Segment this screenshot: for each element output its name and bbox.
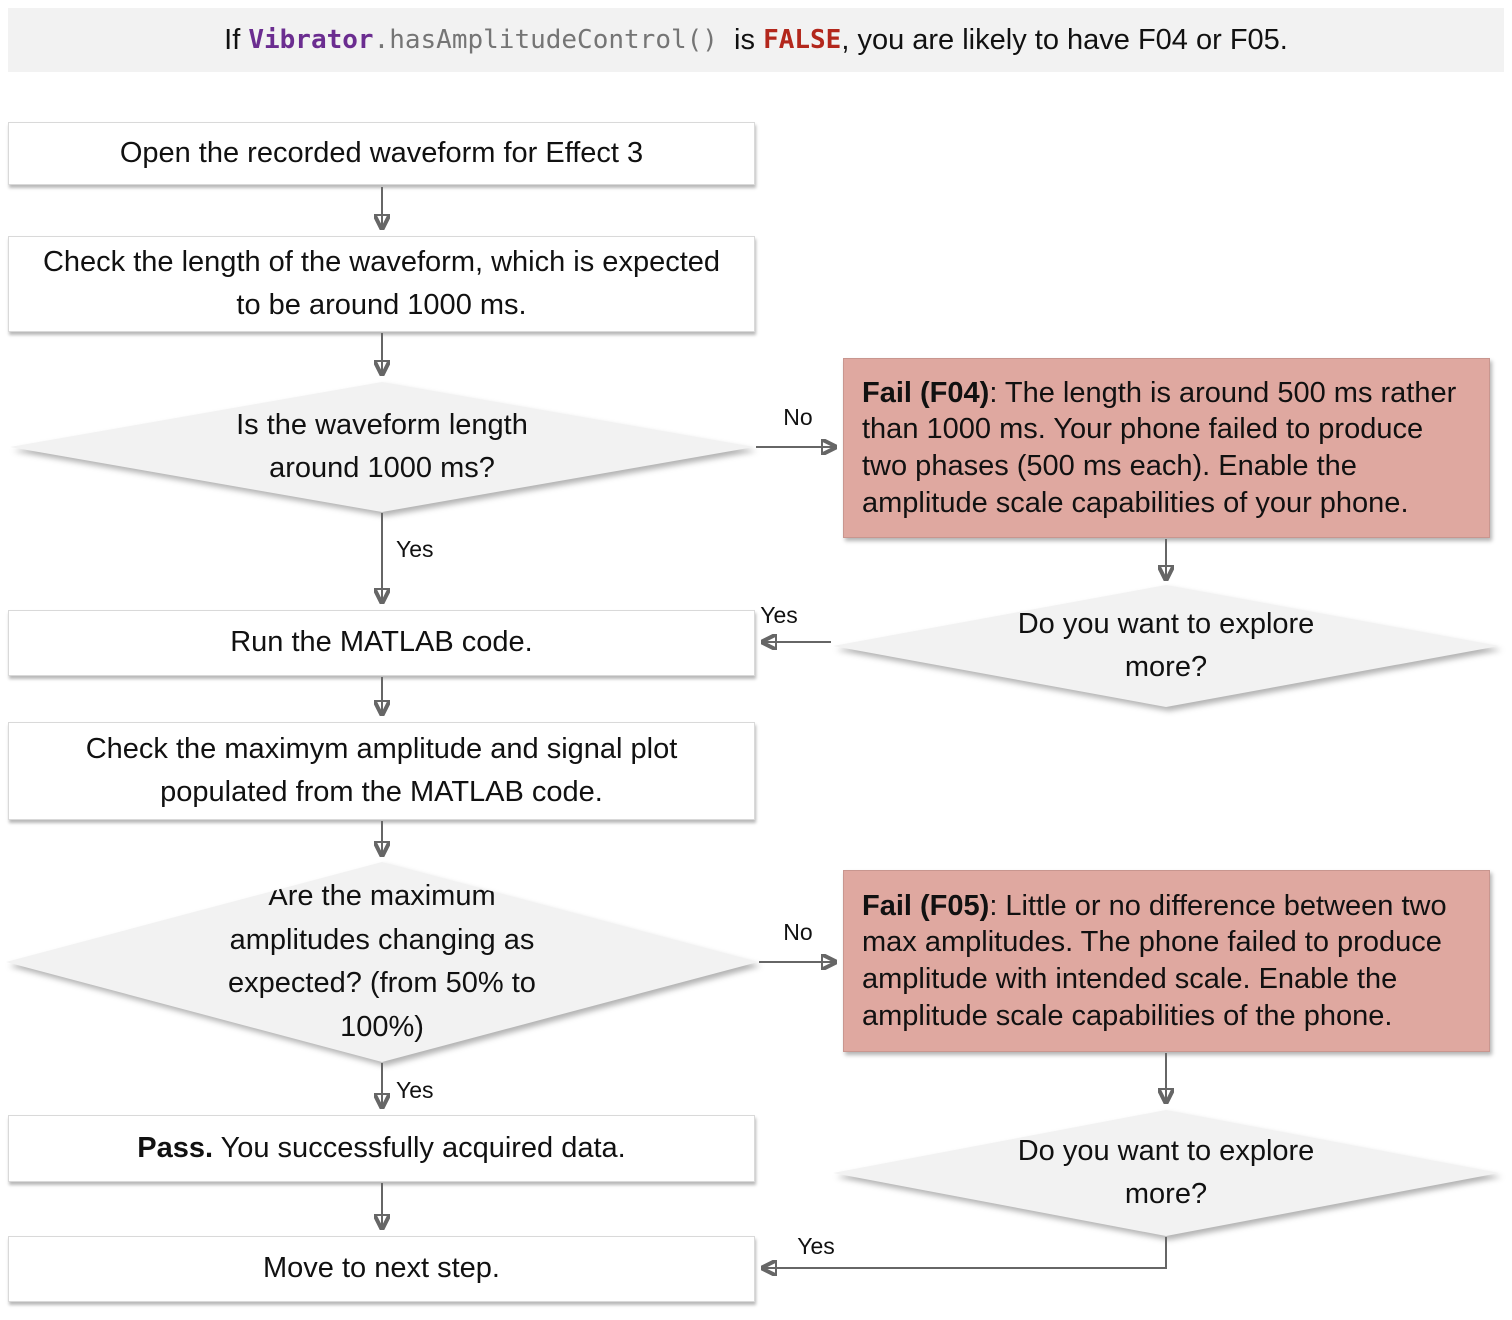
step-run-matlab: Run the MATLAB code.: [8, 610, 755, 676]
decision-max-amplitudes-label: Are the maximum amplitudes changing as e…: [228, 880, 536, 1043]
decision-waveform-length-label: Is the waveform length around 1000 ms?: [236, 408, 528, 485]
step-run-matlab-label: Run the MATLAB code.: [230, 626, 533, 659]
step-open-waveform: Open the recorded waveform for Effect 3: [8, 122, 755, 185]
banner-code-vibrator: Vibrator: [248, 25, 374, 55]
pass-rest: You successfully acquired data.: [213, 1131, 626, 1164]
step-check-length: Check the length of the waveform, which …: [8, 236, 755, 332]
edge-label-yes-2: Yes: [760, 602, 798, 628]
decision-waveform-length: Is the waveform length around 1000 ms?: [10, 382, 754, 512]
decision-explore-more-2-label: Do you want to explore more?: [1017, 1134, 1315, 1211]
fail-f04-text: Fail (F04): The length is around 500 ms …: [862, 375, 1473, 521]
banner-code-method: .hasAmplitudeControl(): [373, 25, 718, 55]
step-check-amplitude: Check the maximym amplitude and signal p…: [8, 722, 755, 820]
banner-text-rest: , you are likely to have F04 or F05.: [841, 23, 1288, 56]
decision-explore-more-2: Do you want to explore more?: [833, 1110, 1499, 1236]
fail-f05-bold: Fail (F05): [862, 889, 990, 922]
banner-text-if: If: [224, 23, 249, 56]
step-pass-label: Pass. You successfully acquired data.: [137, 1127, 626, 1171]
step-check-amplitude-label: Check the maximym amplitude and signal p…: [85, 732, 678, 809]
pass-bold: Pass.: [137, 1131, 214, 1164]
step-move-next: Move to next step.: [8, 1236, 755, 1302]
decision-explore-more-1-label: Do you want to explore more?: [1017, 607, 1315, 684]
header-banner: If Vibrator.hasAmplitudeControl() is FAL…: [8, 8, 1504, 72]
fail-f04-bold: Fail (F04): [862, 376, 990, 409]
edge-label-yes-1: Yes: [396, 536, 434, 562]
edge-label-no-2: No: [783, 919, 813, 945]
step-open-waveform-label: Open the recorded waveform for Effect 3: [119, 136, 644, 169]
fail-f04-rest: : The length is around 500 ms rather tha…: [862, 376, 1457, 519]
fail-f05-rest: : Little or no difference between two ma…: [862, 889, 1447, 1032]
decision-max-amplitudes: Are the maximum amplitudes changing as e…: [6, 862, 758, 1062]
edge-label-yes-4: Yes: [797, 1233, 835, 1259]
banner-code-false: FALSE: [763, 25, 842, 55]
fail-f05-box: Fail (F05): Little or no difference betw…: [843, 870, 1490, 1052]
decision-explore-more-1: Do you want to explore more?: [833, 585, 1499, 707]
fail-f04-box: Fail (F04): The length is around 500 ms …: [843, 358, 1490, 538]
step-pass: Pass. You successfully acquired data.: [8, 1115, 755, 1182]
fail-f05-text: Fail (F05): Little or no difference betw…: [862, 888, 1473, 1034]
edge-label-yes-3: Yes: [396, 1077, 434, 1103]
step-check-length-label: Check the length of the waveform, which …: [42, 245, 721, 322]
banner-text-is: is: [717, 23, 764, 56]
edge-label-no-1: No: [783, 404, 813, 430]
step-move-next-label: Move to next step.: [263, 1252, 500, 1285]
